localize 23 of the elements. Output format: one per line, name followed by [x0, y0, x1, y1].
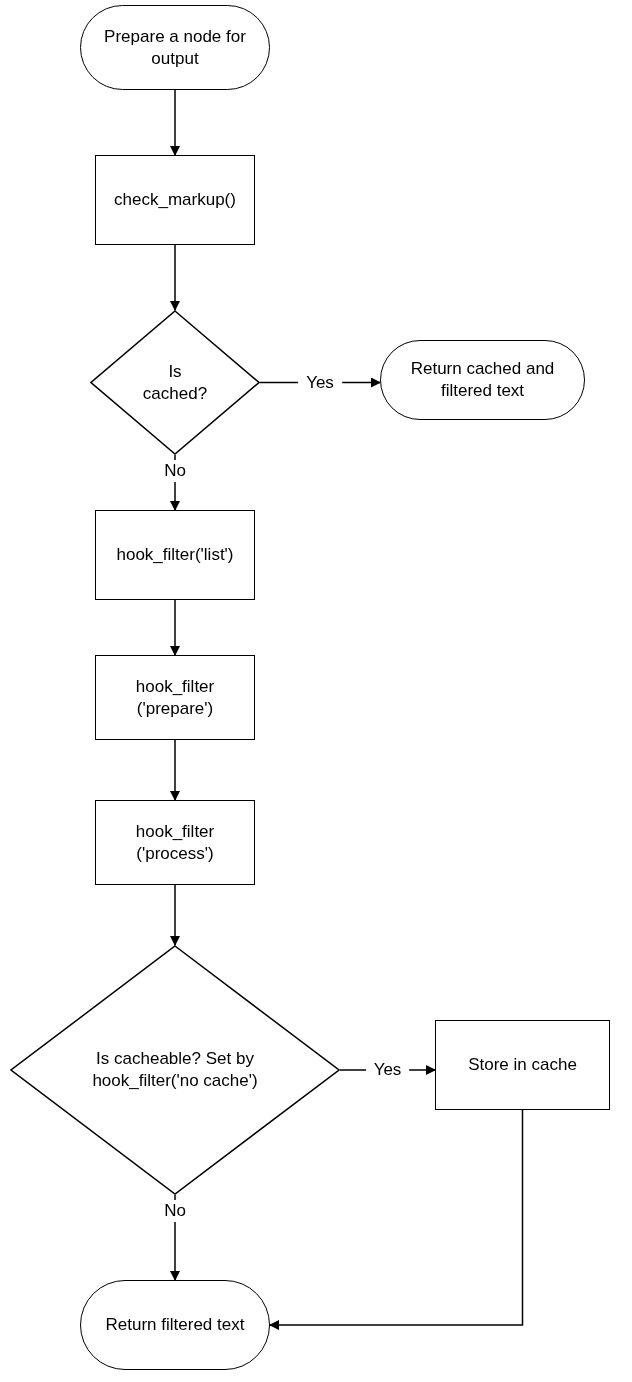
node-text: Return filtered text	[104, 1314, 246, 1336]
process-box	[95, 155, 255, 245]
arrow	[170, 244, 180, 311]
node-text: Is cacheable? Set by hook_filter('no cache')	[91, 1048, 259, 1092]
node-text: Store in cache	[467, 1054, 578, 1076]
arrow	[170, 599, 180, 656]
node-text: Is cached?	[141, 360, 209, 405]
arrow	[170, 739, 180, 801]
node-text: hook_filter ('prepare')	[134, 675, 216, 720]
decision-diamond	[90, 310, 260, 455]
node-text: hook_filter('list')	[115, 544, 235, 566]
decision-diamond	[10, 945, 340, 1195]
arrow	[269, 1109, 524, 1330]
process-box	[95, 800, 255, 885]
process-box	[95, 655, 255, 740]
node-text: Prepare a node for output	[103, 25, 247, 70]
process-box	[95, 510, 255, 600]
process-box	[435, 1020, 610, 1110]
node-text: Return cached and filtered text	[409, 358, 556, 402]
arrow	[170, 89, 180, 156]
node-text: hook_filter ('process')	[134, 820, 216, 865]
arrow	[170, 884, 180, 946]
node-text: check_markup()	[113, 189, 237, 211]
